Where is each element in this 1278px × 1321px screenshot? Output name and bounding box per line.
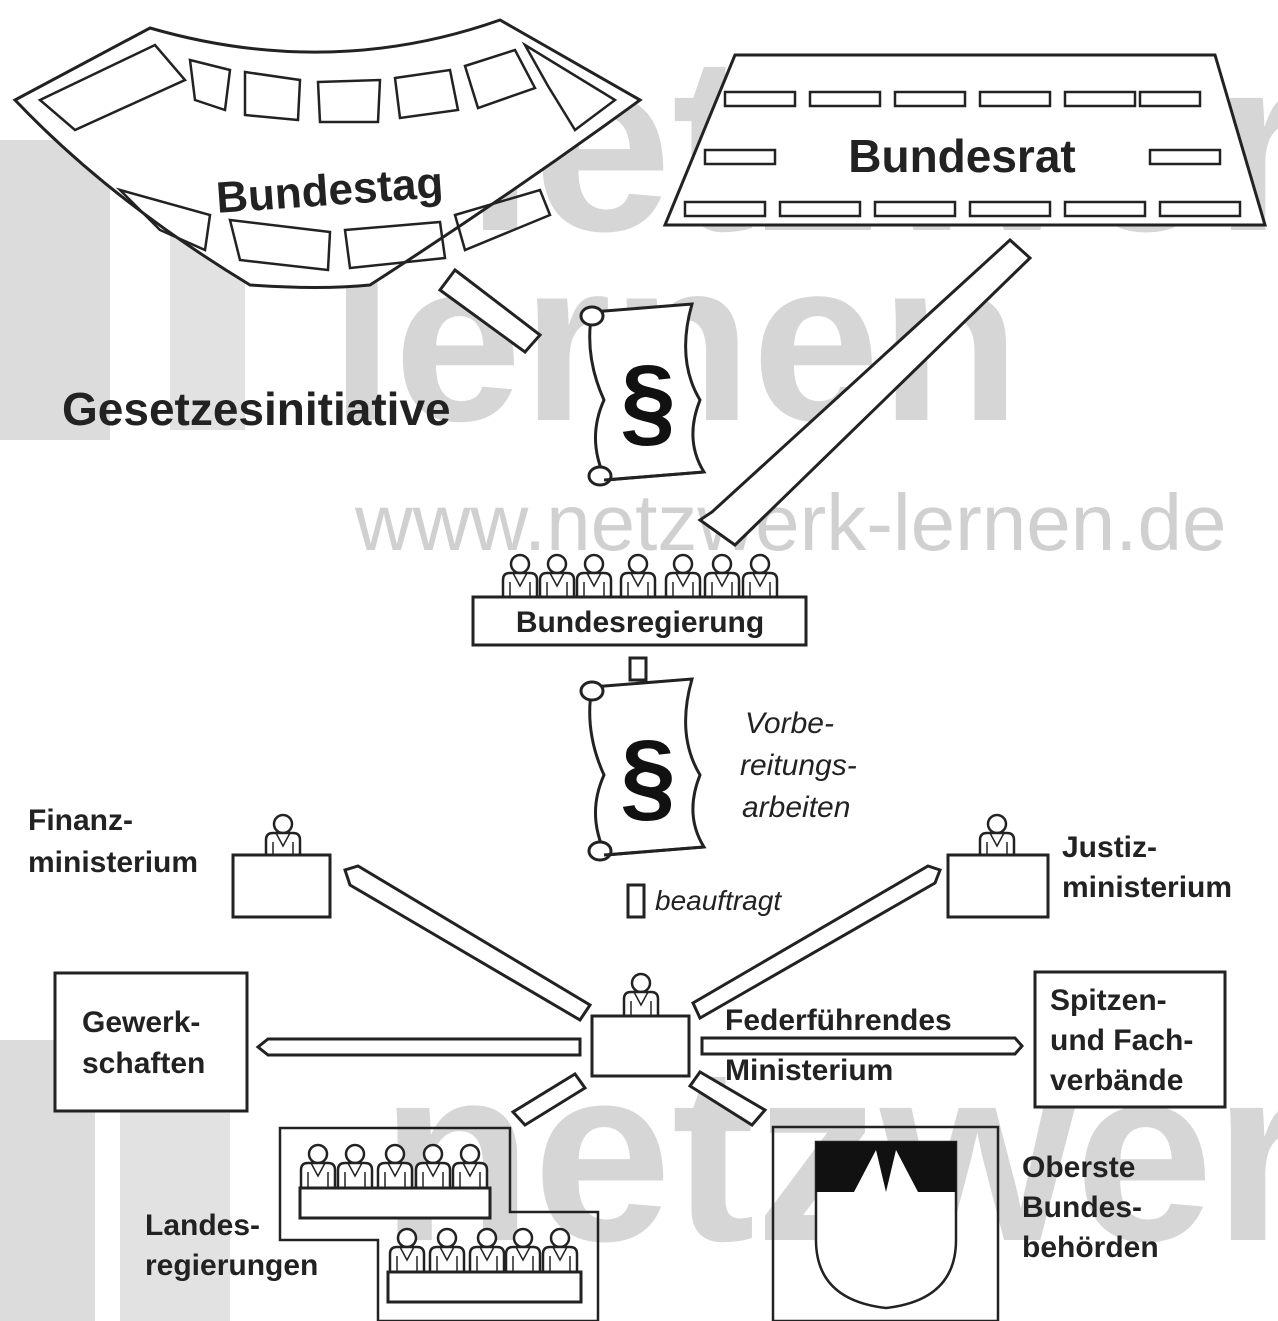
gewerkschaften-label-1: Gewerk- bbox=[82, 1006, 200, 1039]
arrow-government-down bbox=[628, 656, 648, 682]
lead-ministry-label-2: Ministerium bbox=[725, 1054, 893, 1087]
arrow-to-justizministerium bbox=[691, 864, 942, 1021]
oberste-bundesbehoerden-box bbox=[771, 1125, 1000, 1321]
verbaende: Spitzen- und Fach- verbände bbox=[1033, 970, 1227, 1109]
bundesregierung-label: Bundesregierung bbox=[516, 606, 764, 639]
consultation-arrows bbox=[255, 864, 1024, 1127]
verbaende-label-1: Spitzen- bbox=[1050, 984, 1167, 1017]
bundestag-seat-rows bbox=[37, 41, 618, 272]
finanz-desk bbox=[231, 853, 332, 919]
justiz-label-2: ministerium bbox=[1062, 871, 1232, 904]
state-government-lower-bench bbox=[386, 1270, 583, 1304]
landesregierungen-label-2: regierungen bbox=[145, 1249, 318, 1282]
preparation-paragraph-symbol: § bbox=[620, 720, 676, 832]
preparation-label-3: arbeiten bbox=[742, 791, 850, 824]
oberste-bundesbehoerden-label-1: Oberste bbox=[1022, 1151, 1135, 1184]
arrow-commission-down bbox=[626, 883, 646, 919]
arrow-bundestag-to-scroll bbox=[437, 267, 543, 355]
initiative-paragraph-symbol: § bbox=[620, 345, 676, 457]
lead-ministry: Federführendes Ministerium bbox=[590, 972, 952, 1087]
initiative-label: Gesetzesinitiative bbox=[62, 383, 451, 435]
initiative-arrows bbox=[437, 237, 1033, 547]
arrow-to-landesregierungen bbox=[510, 1071, 588, 1127]
bundesrat: Bundesrat bbox=[662, 53, 1268, 227]
oberste-bundesbehoerden-label-3: behörden bbox=[1022, 1231, 1159, 1264]
initiative-scroll: § bbox=[579, 302, 706, 487]
preparation-label-1: Vorbe- bbox=[745, 707, 834, 740]
bundesrat-label: Bundesrat bbox=[848, 130, 1075, 182]
verbaende-label-2: und Fach- bbox=[1050, 1024, 1193, 1057]
preparation-scroll: § bbox=[579, 677, 706, 862]
oberste-bundesbehoerden: Oberste Bundes- behörden bbox=[771, 1125, 1159, 1321]
justiz-label-1: Justiz- bbox=[1062, 831, 1157, 864]
oberste-bundesbehoerden-label-2: Bundes- bbox=[1022, 1191, 1142, 1224]
landesregierungen-label-1: Landes- bbox=[145, 1209, 260, 1242]
lead-ministry-desk bbox=[590, 1014, 691, 1078]
arrow-to-gewerkschaften bbox=[255, 1037, 582, 1057]
arrow-to-oberste-bundesbehoerden bbox=[687, 1070, 768, 1127]
preparation-label-2: reitungs- bbox=[740, 749, 857, 782]
verbaende-box bbox=[1033, 970, 1227, 1109]
arrow-to-finanzministerium bbox=[343, 864, 593, 1023]
bundestag: Bundestag bbox=[12, 18, 643, 289]
bundesrat-seat-rows bbox=[683, 90, 1242, 218]
gewerkschaften-label-2: schaften bbox=[82, 1047, 205, 1080]
lead-ministry-label-1: Federführendes bbox=[725, 1004, 952, 1037]
verbaende-label-3: verbände bbox=[1050, 1064, 1183, 1097]
justizministerium: Justiz- ministerium bbox=[946, 813, 1232, 919]
commission-label: beauftragt bbox=[655, 885, 782, 916]
finanzministerium: Finanz- ministerium bbox=[28, 804, 332, 919]
landesregierungen-frame bbox=[278, 1126, 600, 1321]
finanz-label-1: Finanz- bbox=[28, 804, 133, 837]
government-bench bbox=[471, 595, 808, 647]
justiz-desk bbox=[946, 853, 1050, 919]
arrow-bundesrat-to-government bbox=[697, 237, 1033, 547]
finanz-label-2: ministerium bbox=[28, 846, 198, 879]
arrow-to-verbaende bbox=[700, 1036, 1024, 1056]
state-government-upper-bench bbox=[298, 1186, 492, 1220]
federal-eagle-icon bbox=[816, 1142, 956, 1192]
gewerkschaften-box bbox=[53, 971, 249, 1113]
bundesregierung: Bundesregierung bbox=[471, 553, 808, 647]
gewerkschaften: Gewerk- schaften bbox=[53, 971, 249, 1113]
landesregierungen: Landes- regierungen bbox=[145, 1126, 600, 1321]
watermark-logo-arc-top bbox=[0, 140, 110, 440]
